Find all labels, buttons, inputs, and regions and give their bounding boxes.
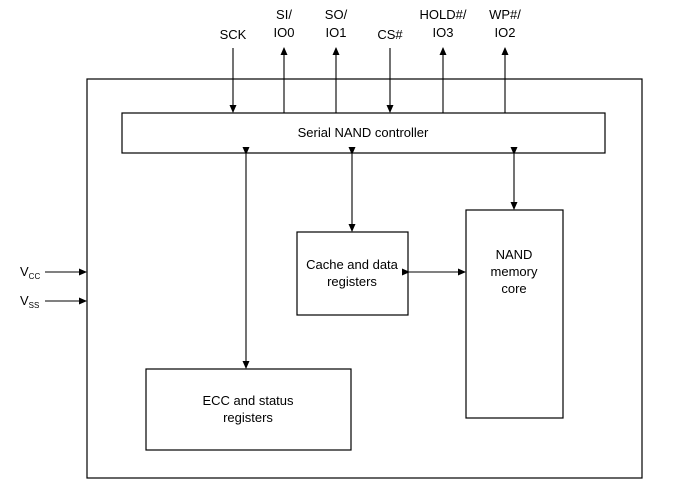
cache-registers-label-line2: registers — [327, 274, 377, 289]
ecc-status-registers-box — [145, 368, 352, 451]
pin-si-label-line2: IO0 — [274, 25, 295, 40]
pin-wp-label-line2: IO2 — [495, 25, 516, 40]
serial-nand-controller-label: Serial NAND controller — [298, 125, 429, 140]
nand-core-label-line2: memory — [491, 264, 538, 279]
pin-wp-label-line1: WP#/ — [489, 7, 521, 22]
pin-si-label-line1: SI/ — [276, 7, 292, 22]
ecc-registers-label-line1: ECC and status — [202, 393, 294, 408]
serial-nand-controller-box — [121, 112, 606, 154]
vss-label: VSS — [20, 293, 39, 310]
cache-registers-label-line1: Cache and data — [306, 257, 399, 272]
pin-hold-label-line2: IO3 — [433, 25, 454, 40]
ecc-registers-label-line2: registers — [223, 410, 273, 425]
pin-sck-label: SCK — [220, 27, 247, 42]
pin-so-label-line2: IO1 — [326, 25, 347, 40]
nand-core-label-line3: core — [501, 281, 526, 296]
vcc-label: VCC — [20, 264, 40, 281]
pin-so-label-line1: SO/ — [325, 7, 348, 22]
nand-memory-core-box — [465, 209, 564, 419]
nand-core-label-line1: NAND — [496, 247, 533, 262]
pin-cs-label: CS# — [377, 27, 403, 42]
pin-hold-label-line1: HOLD#/ — [420, 7, 467, 22]
